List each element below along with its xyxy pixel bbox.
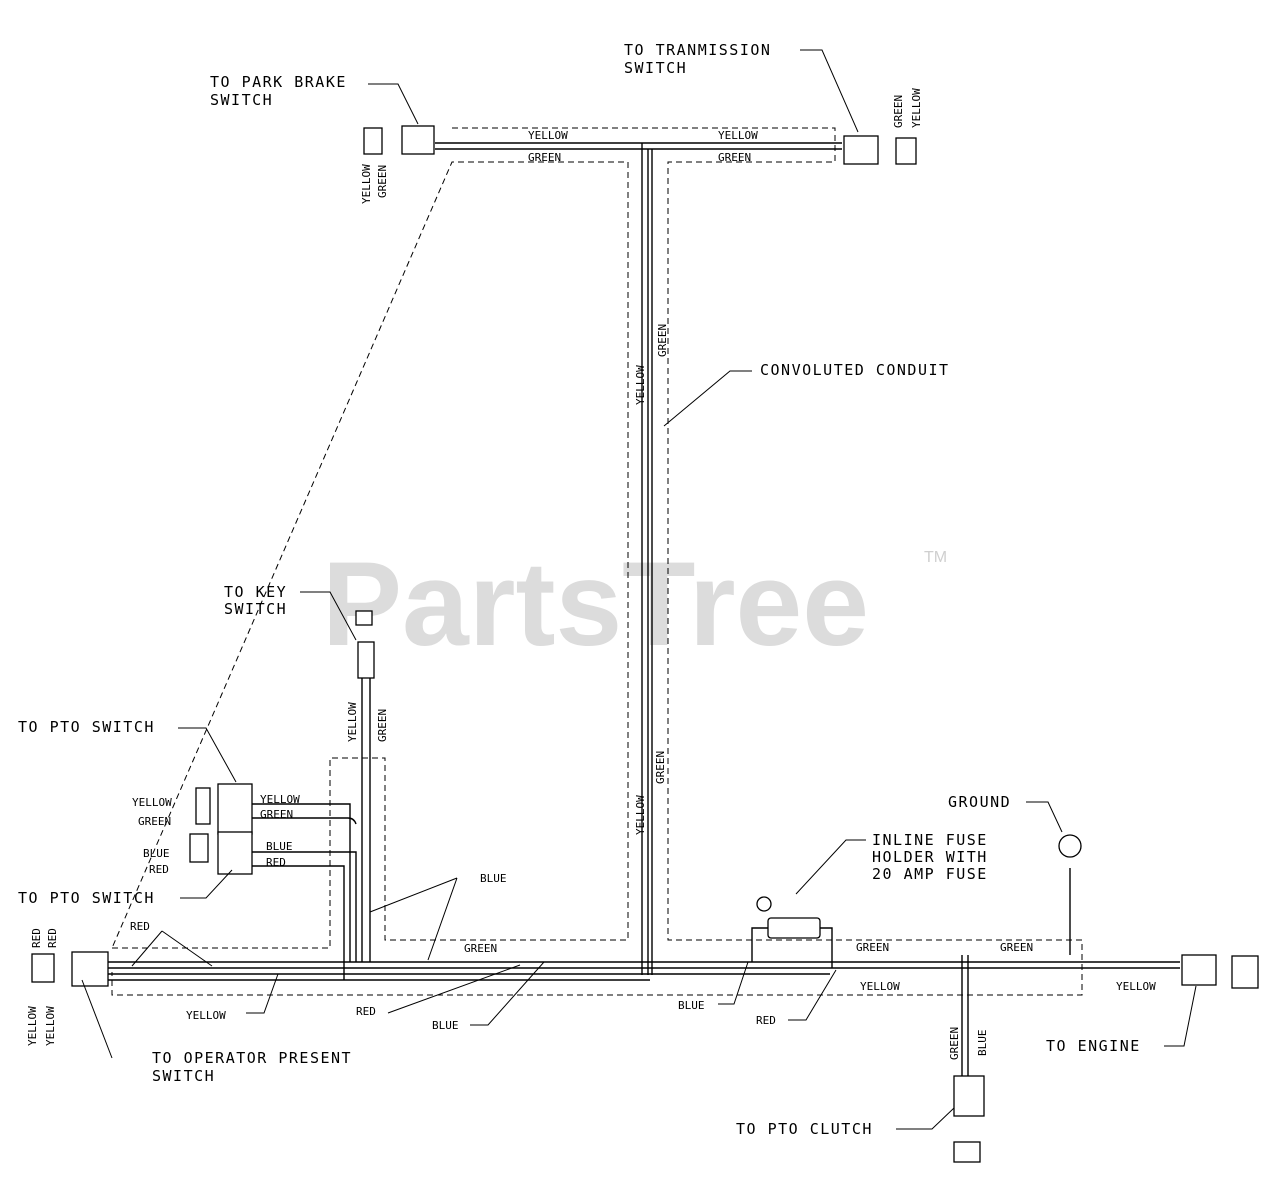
wire-label-blue: BLUE [480,872,507,885]
wire-label-green: GREEN [718,151,751,164]
park-brake-plug [363,127,383,155]
wire-label-blue: BLUE [432,1019,459,1032]
engine-connector [1181,954,1217,986]
wire-label-blue: BLUE [976,1030,989,1057]
wire-label-green: GREEN [656,324,669,357]
wire-label-yellow: YELLOW [346,702,359,742]
pto-clutch-connector [953,1075,985,1117]
plug-label-yellow: YELLOW [360,164,373,204]
wire-label-green: GREEN [464,942,497,955]
watermark: PartsTree [322,537,869,671]
plug-label-yellow: YELLOW [44,1006,57,1046]
wire-label-green: GREEN [856,941,889,954]
wire-label-blue: BLUE [266,840,293,853]
park-brake-connector [401,125,435,155]
label-transmission-l1: TO TRANMISSION [624,41,771,59]
key-switch-connector [357,641,375,679]
pto-switch-plug-upper [195,787,211,825]
wire-label-red: RED [266,856,286,869]
wire-label-green: GREEN [376,709,389,742]
label-key-switch-l2: SWITCH [224,600,287,618]
connectors [31,125,1259,1163]
label-fuse-l1: INLINE FUSE [872,831,988,849]
label-engine: TO ENGINE [1046,1037,1141,1055]
wire-label-green: GREEN [1000,941,1033,954]
label-fuse-l3: 20 AMP FUSE [872,865,988,883]
wire-label-green: GREEN [654,751,667,784]
callouts: TO PARK BRAKE SWITCH TO TRANMISSION SWIT… [18,41,1141,1138]
wire-label-yellow: YELLOW [186,1009,226,1022]
label-transmission-l2: SWITCH [624,59,687,77]
pto-clutch-plug [953,1141,981,1163]
plug-label-red: RED [30,928,43,948]
plug-label-green: GREEN [376,165,389,198]
wire-label-yellow: YELLOW [634,795,647,835]
transmission-plug [895,137,917,165]
pto-switch-connector-upper [217,783,253,835]
plug-label-blue: BLUE [143,847,170,860]
wire-label-yellow: YELLOW [260,793,300,806]
wire-label-yellow: YELLOW [634,365,647,405]
transmission-connector [843,135,879,165]
wire-label-yellow: YELLOW [528,129,568,142]
label-pto-switch-top: TO PTO SWITCH [18,718,155,736]
plug-label-yellow: YELLOW [910,88,923,128]
pto-switch-plug-lower [189,833,209,863]
label-ground: GROUND [948,793,1011,811]
plug-label-yellow: YELLOW [132,796,172,809]
label-park-brake-l2: SWITCH [210,91,273,109]
label-conduit: CONVOLUTED CONDUIT [760,361,950,379]
label-pto-clutch: TO PTO CLUTCH [736,1120,873,1138]
wire-label-green: GREEN [528,151,561,164]
label-fuse-l2: HOLDER WITH [872,848,988,866]
plug-label-green: GREEN [138,815,171,828]
wire-label-red: RED [130,920,150,933]
plug-label-green: GREEN [892,95,905,128]
wire-label-yellow: YELLOW [718,129,758,142]
engine-plug [1231,955,1259,989]
wire-label-green: GREEN [948,1027,961,1060]
wire-label-green: GREEN [260,808,293,821]
wire-label-blue: BLUE [678,999,705,1012]
conduit-outline [111,127,1083,996]
wire-label-yellow: YELLOW [1116,980,1156,993]
plug-label-yellow: YELLOW [26,1006,39,1046]
wire-label-yellow: YELLOW [860,980,900,993]
inline-fuse-holder [767,917,821,939]
operator-present-plug [31,953,55,983]
ground-terminal [1058,834,1082,858]
label-key-switch-l1: TO KEY [224,583,287,601]
label-park-brake-l1: TO PARK BRAKE [210,73,347,91]
leader-lines [81,49,1197,1130]
label-pto-switch-bottom: TO PTO SWITCH [18,889,155,907]
label-operator-l1: TO OPERATOR PRESENT [152,1049,352,1067]
wire-label-red: RED [356,1005,376,1018]
key-switch-plug [355,610,373,626]
pto-switch-connector-lower [217,831,253,875]
watermark-tm: TM [924,549,947,566]
harness-wires [108,142,1180,1078]
wire-label-red: RED [756,1014,776,1027]
label-operator-l2: SWITCH [152,1067,215,1085]
fuse-cap [756,896,772,912]
operator-present-connector [71,951,109,987]
plug-label-red: RED [46,928,59,948]
wire-labels: YELLOW YELLOW GREEN GREEN YELLOW GREEN Y… [26,88,1156,1060]
plug-label-red: RED [149,863,169,876]
